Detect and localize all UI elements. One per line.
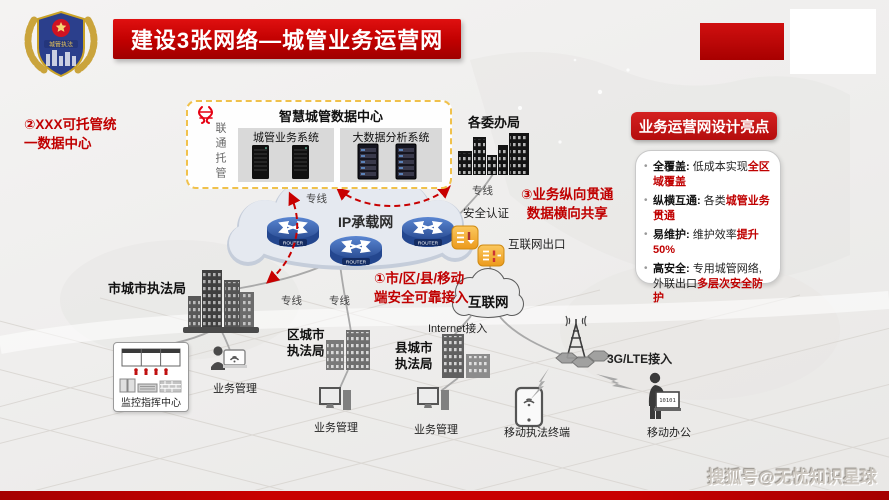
desktop-icon	[417, 387, 449, 410]
highlight-item: 全覆盖: 低成本实现全区域覆盖	[644, 160, 772, 189]
leased-line-label: 专线	[306, 193, 327, 205]
server-rack-icons	[357, 143, 417, 180]
datacenter-title: 智慧城管数据中心	[278, 109, 383, 124]
county-bureau-label: 县城市执法局	[395, 341, 433, 372]
highlight-item: 纵横互通: 各类城管业务贯通	[644, 194, 772, 223]
bolt-icon	[530, 368, 549, 400]
committees-label: 各委办局	[468, 115, 521, 130]
firewall-exit-icon	[477, 244, 505, 267]
biz-mgmt-label: 业务管理	[414, 424, 458, 436]
link-core-district	[339, 263, 352, 333]
share-arrows	[266, 185, 451, 284]
firewall-auth-icon	[451, 225, 479, 250]
leased-line-label: 专线	[281, 295, 302, 307]
top-right-white-patch	[790, 9, 876, 74]
badge-band-text: 城管执法	[49, 41, 73, 49]
monitor-center-equipment	[119, 348, 182, 393]
callout-secure-access: ①市/区/县/移动 端安全可靠接入	[374, 270, 469, 308]
system-bigdata-label: 大数据分析系统	[352, 132, 430, 144]
highlight-text: 各类	[703, 195, 726, 208]
highlight-term: 全覆盖:	[653, 161, 690, 173]
router-icon: ROUTER	[330, 236, 382, 266]
district-bureau-label: 区城市执法局	[287, 328, 325, 359]
city-enforcement-badge-logo: 城管执法	[24, 10, 98, 78]
highlight-emphasis: 全区域覆盖	[653, 161, 770, 188]
slide-title: 建设3张网络—城管业务运营网	[130, 28, 444, 53]
watermark: 搜狐号@无忧知识星球	[707, 468, 877, 487]
top-right-red-block	[700, 23, 784, 60]
router-icon: ROUTER	[267, 217, 319, 247]
callout-secure-access-line2: 端安全可靠接入	[374, 289, 469, 305]
highlight-term: 纵横互通:	[653, 195, 701, 208]
highlight-emphasis: 城管业务贯通	[653, 195, 770, 222]
highlight-text: 低成本实现	[692, 161, 748, 173]
internet-exit-label: 互联网出口	[508, 239, 566, 251]
highlight-item: 高安全: 专用城管网络,外联出口多层次安全防护	[644, 262, 772, 306]
leased-line-label: 专线	[329, 295, 350, 307]
internet-label: 互联网	[468, 295, 509, 310]
laptop-screen-code: 10101	[659, 398, 676, 404]
china-unicom-logo	[198, 106, 213, 124]
biz-mgmt-label: 业务管理	[314, 422, 358, 434]
highlights-panel: 全覆盖: 低成本实现全区域覆盖 纵横互通: 各类城管业务贯通 易维护: 维护效率…	[635, 150, 781, 304]
district-bureau-building-icon	[326, 330, 370, 370]
highlight-emphasis: 提升50%	[653, 229, 759, 256]
wireless-bolts	[530, 368, 636, 400]
county-bureau-building-icon	[442, 334, 490, 378]
system-box-business: 城管业务系统	[238, 128, 334, 182]
link-county-desktop	[440, 377, 459, 392]
callout-data-share-line1: ③业务纵向贯通	[521, 187, 614, 202]
highlights-header: 业务运营网设计亮点	[631, 112, 777, 140]
link-district-desktop	[338, 369, 349, 391]
internet-cloud	[452, 268, 524, 318]
city-bureau-label: 市城市执法局	[108, 281, 187, 296]
city-bureau-building-icon	[183, 270, 259, 333]
callout-data-share: ③业务纵向贯通 数据横向共享	[521, 186, 613, 224]
desktop-icon	[319, 387, 351, 410]
highlight-term: 易维护:	[653, 229, 690, 242]
arrow-vertical-share	[266, 191, 301, 284]
callout-data-share-line2: 数据横向共享	[526, 205, 608, 221]
callout-datacenter-hosting: ②XXX可托管统一数据中心	[24, 117, 117, 151]
biz-person-icon	[211, 346, 247, 370]
slide-title-banner: 建设3张网络—城管业务运营网	[113, 19, 461, 59]
biz-mgmt-label: 业务管理	[213, 383, 257, 395]
router-label: ROUTER	[418, 240, 439, 246]
highlight-emphasis: 多层次安全防护	[653, 277, 763, 305]
arrow-horizontal-share	[336, 185, 451, 207]
smartphone-icon	[514, 386, 544, 428]
mobile-office-person-icon: 10101	[648, 372, 681, 419]
highlight-item: 易维护: 维护效率提升50%	[644, 228, 772, 257]
leased-line-label: 专线	[472, 185, 493, 197]
highlight-text: 维护效率	[692, 229, 737, 242]
mobile-office-label: 移动办公	[647, 427, 691, 439]
highlight-text: 专用城管网络,外联出口	[653, 263, 762, 290]
monitor-center-box: 监控指挥中心	[113, 342, 189, 412]
system-business-label: 城管业务系统	[253, 132, 319, 144]
server-tower-icons	[252, 145, 309, 179]
monitor-center-label: 监控指挥中心	[121, 398, 181, 409]
hosting-label: 联通托管	[214, 122, 226, 182]
lte-access-label: 3G/LTE接入	[607, 352, 673, 366]
highlight-term: 高安全:	[653, 263, 690, 276]
core-network-label: IP承载网	[338, 214, 394, 230]
internet-access-label: Internet接入	[428, 323, 488, 335]
radio-tower-icon	[555, 315, 611, 368]
system-box-bigdata: 大数据分析系统	[340, 128, 442, 182]
mobile-terminal-label: 移动执法终端	[504, 427, 570, 439]
callout-secure-access-line1: ①市/区/县/移动	[374, 271, 465, 286]
committees-building-icon	[458, 133, 529, 175]
highlights-title: 业务运营网设计亮点	[638, 119, 770, 136]
security-auth-label: 安全认证	[463, 208, 509, 220]
bolt-icon	[596, 374, 636, 390]
router-label: ROUTER	[346, 259, 367, 265]
footer-red-bar	[0, 491, 889, 500]
smart-datacenter-box: 智慧城管数据中心 联通托管 城管业务系统 大数据分析系统	[186, 100, 452, 189]
router-icon: ROUTER	[402, 217, 454, 247]
link-internet-tower	[499, 316, 563, 356]
